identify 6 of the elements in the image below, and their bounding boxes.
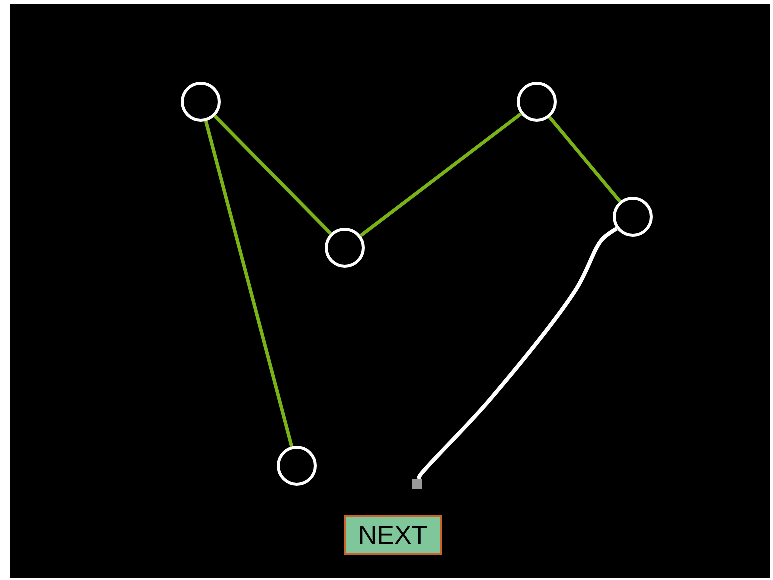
connecting-line: [360, 112, 522, 238]
connecting-line: [204, 120, 294, 448]
drawn-line: [417, 227, 618, 480]
next-button: NEXT: [344, 515, 442, 555]
connecting-line: [214, 115, 332, 235]
connecting-line: [548, 116, 622, 203]
